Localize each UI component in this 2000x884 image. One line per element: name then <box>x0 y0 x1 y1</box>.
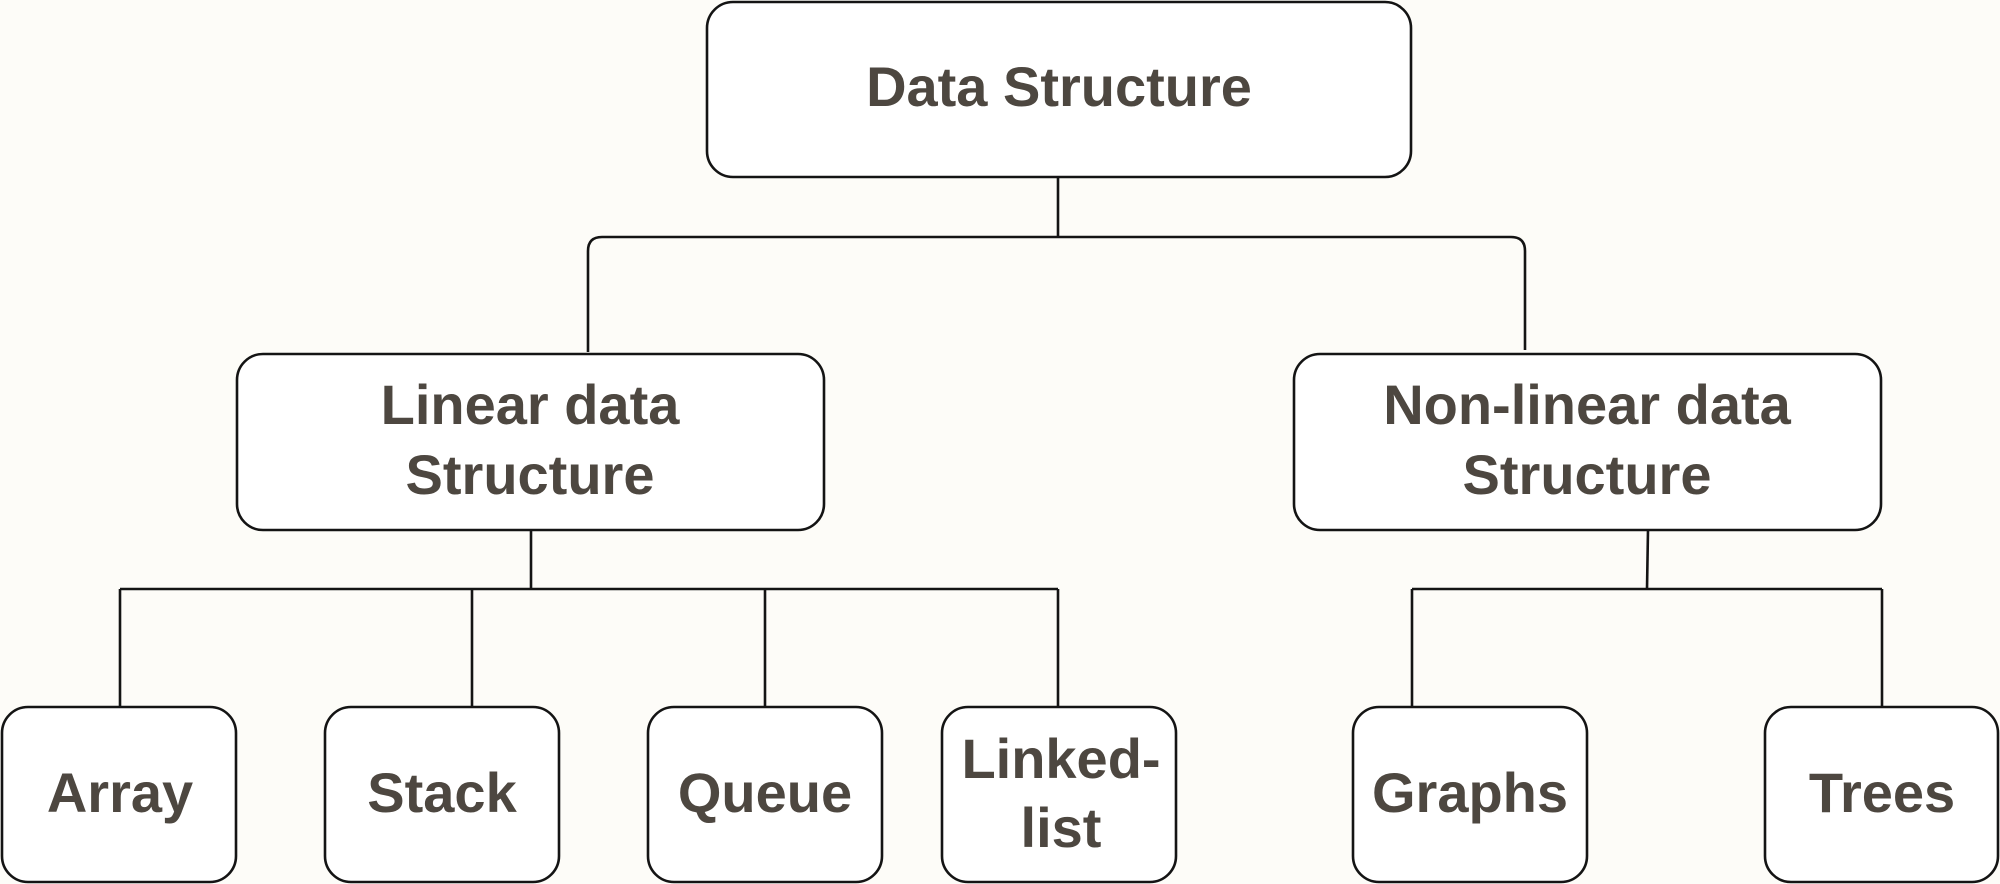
node-graphs[interactable]: Graphs <box>1351 705 1589 884</box>
node-linkedlist-label-line2: list <box>1021 796 1102 859</box>
node-nonlinear-label-line2: Structure <box>1463 443 1712 506</box>
node-linear-label-line1: Linear data <box>381 373 681 436</box>
node-stack[interactable]: Stack <box>323 705 561 884</box>
node-data-structure-label: Data Structure <box>866 55 1252 118</box>
node-graphs-label: Graphs <box>1372 761 1568 824</box>
node-trees-label: Trees <box>1809 761 1955 824</box>
node-queue-label: Queue <box>678 761 852 824</box>
node-nonlinear-label-line1: Non-linear data <box>1383 373 1791 436</box>
connectors <box>118 177 1884 707</box>
node-data-structure[interactable]: Data Structure <box>705 0 1413 179</box>
node-array[interactable]: Array <box>0 705 238 884</box>
connector-root-to-nonlinear <box>1058 235 1527 350</box>
node-linear-data-structure[interactable]: Linear data Structure <box>235 352 826 532</box>
node-linear-label-line2: Structure <box>406 443 655 506</box>
connector-nonlinear-stem <box>1645 529 1650 590</box>
connector-root-to-linear <box>586 235 1058 352</box>
node-linked-list[interactable]: Linked- list <box>940 705 1178 884</box>
node-array-label: Array <box>47 761 193 824</box>
node-linkedlist-label-line1: Linked- <box>961 727 1160 790</box>
node-trees[interactable]: Trees <box>1763 705 2000 884</box>
node-nonlinear-data-structure[interactable]: Non-linear data Structure <box>1292 352 1883 532</box>
node-queue[interactable]: Queue <box>646 705 884 884</box>
node-stack-label: Stack <box>367 761 517 824</box>
